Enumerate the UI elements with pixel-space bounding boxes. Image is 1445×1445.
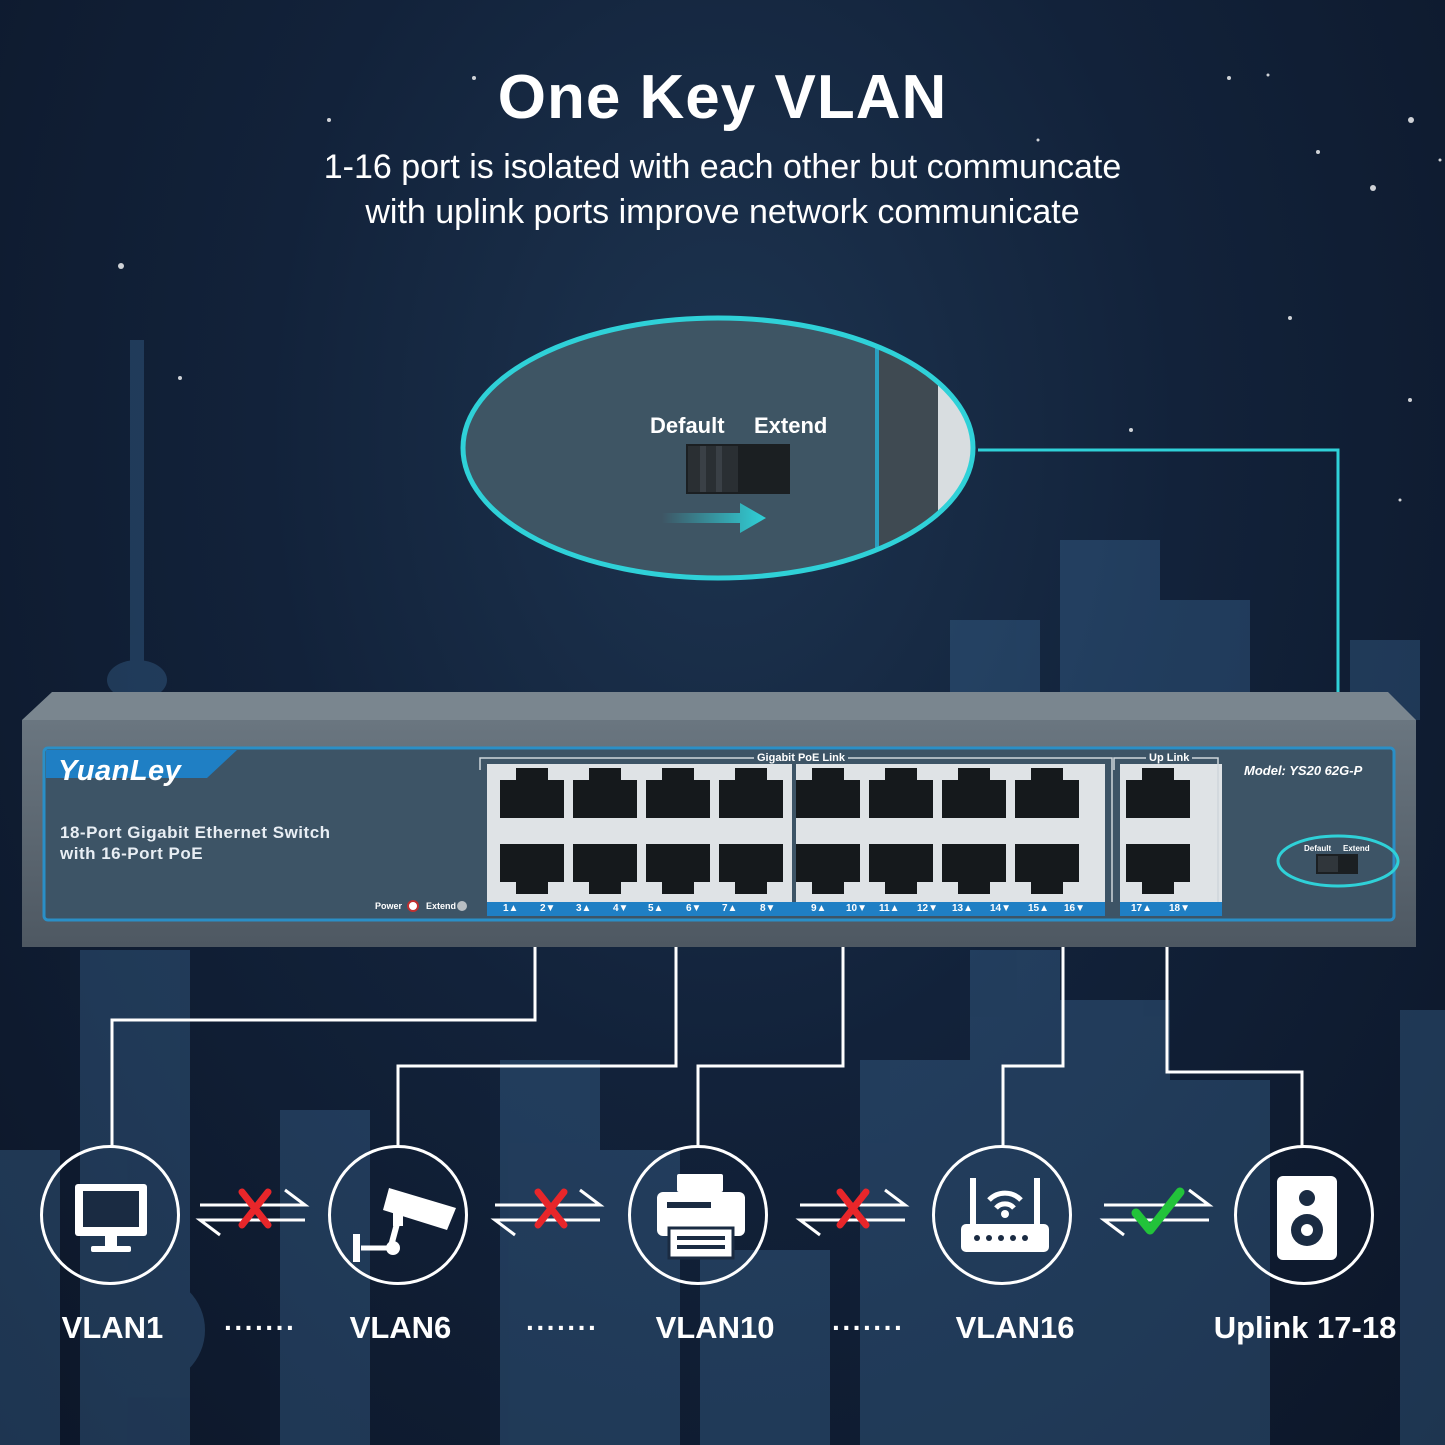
device-label-vlan6: VLAN6: [349, 1310, 452, 1345]
port-number-label: 14▼: [990, 903, 1012, 914]
ethernet-port-uplink-bottom: [1126, 844, 1190, 894]
separator-dots-1: ·······: [224, 1312, 297, 1343]
ethernet-port-bottom-6: [869, 844, 933, 894]
ethernet-port-top-2: [573, 768, 637, 818]
monitor-icon: [75, 1184, 147, 1252]
zoom-callout: [463, 318, 973, 578]
port-number-label: 8▼: [760, 903, 776, 914]
zoom-default-label: Default: [650, 413, 725, 438]
device-vlan10: [628, 1145, 768, 1285]
ethernet-port-bottom-1: [500, 844, 564, 894]
ethernet-port-top-1: [500, 768, 564, 818]
ethernet-port-bottom-7: [942, 844, 1006, 894]
ethernet-port-bottom-8: [1015, 844, 1079, 894]
device-label-vlan1: VLAN1: [61, 1310, 164, 1345]
subtitle-line-1: 1-16 port is isolated with each other bu…: [323, 148, 1122, 186]
power-led-label: Power: [375, 901, 403, 911]
port-number-label: 1▲: [503, 903, 519, 914]
separator-dots-2: ·······: [526, 1312, 599, 1343]
uplink-group-label: Up Link: [1146, 752, 1193, 764]
switch-default-label: Default: [1304, 844, 1332, 853]
ethernet-port-top-4: [719, 768, 783, 818]
ethernet-port-bottom-5: [796, 844, 860, 894]
port-number-label: 12▼: [917, 903, 939, 914]
ethernet-port-uplink-top: [1126, 768, 1190, 818]
port-number-label: 17▲: [1131, 903, 1153, 914]
port-number-label: 6▼: [686, 903, 702, 914]
stars: [118, 73, 1442, 502]
ethernet-port-top-3: [646, 768, 710, 818]
device-label-vlan16: VLAN16: [955, 1310, 1075, 1345]
page-title: One Key VLAN: [497, 63, 948, 132]
device-label-vlan10: VLAN10: [655, 1310, 775, 1345]
ethernet-port-top-7: [942, 768, 1006, 818]
port-number-label: 2▼: [540, 903, 556, 914]
device-vlan1: [40, 1145, 180, 1285]
ethernet-port-top-5: [796, 768, 860, 818]
ethernet-port-bottom-2: [573, 844, 637, 894]
port-number-label: 13▲: [952, 903, 974, 914]
ethernet-port-top-6: [869, 768, 933, 818]
zoom-extend-label: Extend: [754, 413, 828, 438]
speaker-icon: [1277, 1176, 1337, 1260]
subtitle-line-2: with uplink ports improve network commun…: [365, 193, 1080, 231]
device-label-uplink: Uplink 17-18: [1213, 1310, 1397, 1345]
port-number-label: 7▲: [722, 903, 738, 914]
ethernet-port-top-8: [1015, 768, 1079, 818]
port-number-label: 16▼: [1064, 903, 1086, 914]
switch-description-line-1: 18-Port Gigabit Ethernet Switch: [60, 823, 331, 842]
switch-description-line-2: with 16-Port PoE: [60, 844, 204, 863]
port-number-label: 5▲: [648, 903, 664, 914]
router-icon: [961, 1178, 1049, 1252]
port-number-label: 3▲: [576, 903, 592, 914]
ethernet-ports: [500, 768, 1190, 894]
port-number-label: 4▼: [613, 903, 629, 914]
port-number-label: 15▲: [1028, 903, 1050, 914]
separator-dots-3: ·······: [832, 1312, 905, 1343]
brand-logo: YuanLey: [58, 755, 182, 787]
port-number-label: 10▼: [846, 903, 868, 914]
switch-extend-label: Extend: [1343, 844, 1370, 853]
port-number-label: 11▲: [879, 903, 900, 914]
device-vlan6: [328, 1145, 468, 1285]
model-number: Model: YS20 62G-P: [1244, 763, 1363, 778]
ethernet-port-bottom-3: [646, 844, 710, 894]
switch-chassis: [22, 692, 1416, 947]
printer-icon: [657, 1174, 745, 1260]
port-number-label: 18▼: [1169, 903, 1191, 914]
device-vlan16: [932, 1145, 1072, 1285]
extend-led-label: Extend: [426, 901, 457, 911]
port-number-label: 9▲: [811, 903, 827, 914]
ethernet-port-bottom-4: [719, 844, 783, 894]
camera-icon: [353, 1188, 456, 1262]
device-uplink: [1234, 1145, 1374, 1285]
poe-group-label: Gigabit PoE Link: [754, 752, 849, 764]
